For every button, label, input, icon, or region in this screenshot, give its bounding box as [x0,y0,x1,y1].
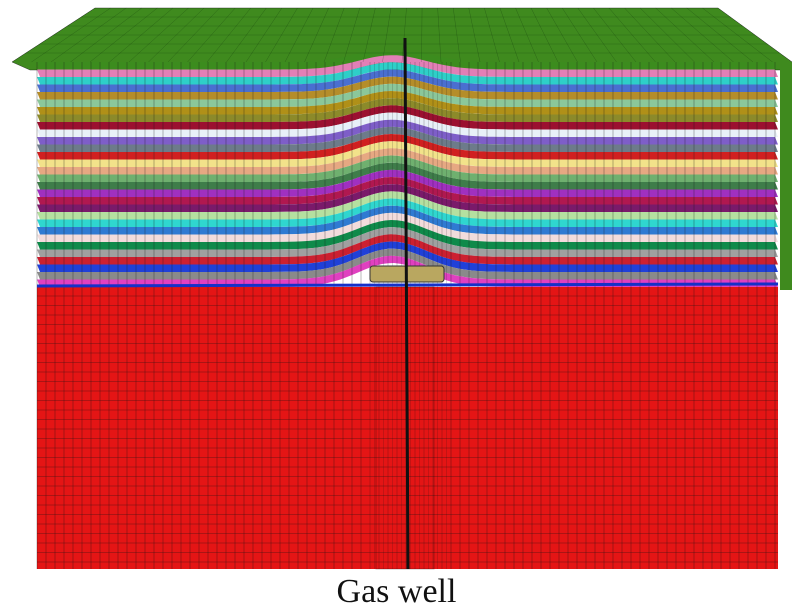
stratum-layer [37,69,778,92]
stratum-layer [37,220,778,250]
stratum-layer [37,91,778,115]
stratum-layer [37,105,778,130]
right-side-face [780,62,792,290]
stratum-layer [37,62,778,85]
stratum-layer [37,198,778,227]
stratum-layer [37,155,778,182]
stratum-layer [37,177,778,205]
stratum-layer [37,119,778,145]
stratum-layer [37,76,778,100]
stratum-layer [37,148,778,175]
stratum-layer [37,205,778,235]
stratum-layer [37,191,778,220]
stratum-layer [37,212,778,242]
stratum-layer [37,184,778,212]
strata-layers [37,52,778,287]
figure-caption: Gas well [336,573,457,610]
stratum-layer [37,83,778,107]
stratum-layer [37,126,778,152]
gas-well-line [403,37,410,570]
stratum-layer [37,98,778,122]
stratum-layer [37,162,778,190]
geological-mesh-model [11,7,793,570]
stratum-layer [37,134,778,160]
stratum-layer [37,112,778,137]
well-refined-mesh-zone [375,286,435,570]
stratum-layer [37,55,778,77]
stratum-layer [37,52,778,70]
stratum-layer [37,141,778,167]
stratum-layer [37,227,778,257]
stratum-layer [37,169,778,197]
